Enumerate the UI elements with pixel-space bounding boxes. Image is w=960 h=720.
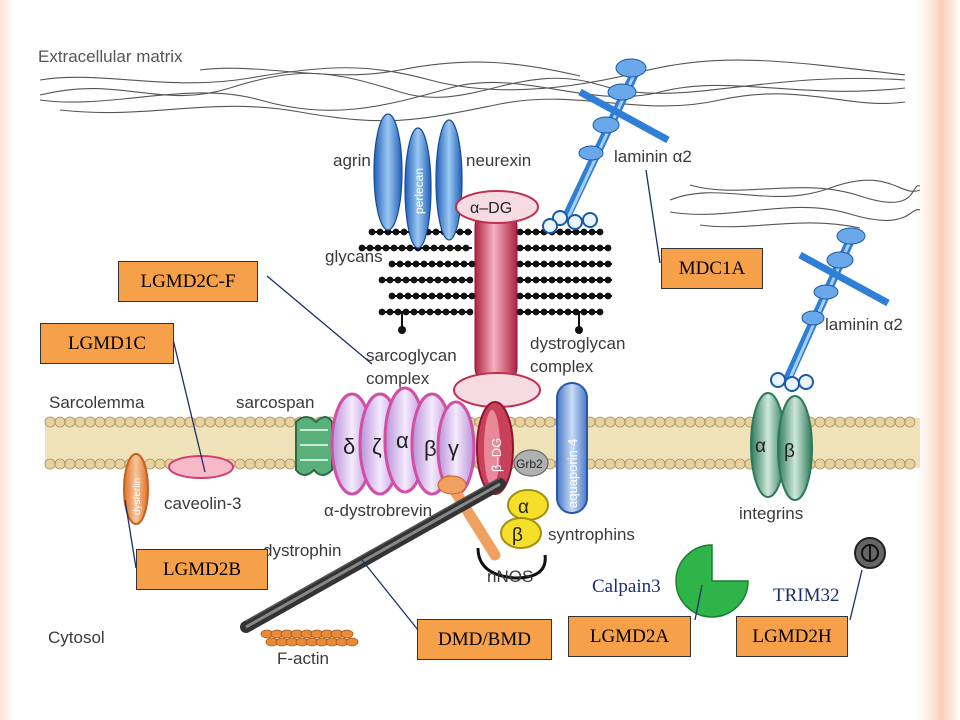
box-dmd-bmd: DMD/BMD (417, 619, 552, 660)
label-integrin-alpha: α (755, 436, 766, 457)
decorative-edge-left (0, 0, 14, 720)
alpha-dystrobrevin (437, 475, 467, 495)
box-lgmd2a: LGMD2A (568, 616, 691, 657)
label-syn-beta: β (512, 525, 523, 546)
label-nnos: nNOS (487, 567, 533, 586)
label-integrins: integrins (739, 504, 803, 523)
label-glycans: glycans (325, 247, 383, 266)
label-extracellular: Extracellular matrix (38, 47, 183, 66)
label-dysferlin: dysferlin (132, 478, 143, 515)
f-actin (260, 629, 359, 647)
sarcospan (295, 416, 333, 476)
label-dystrobrevin: α-dystrobrevin (324, 501, 432, 520)
label-sg-zeta: ζ (372, 434, 382, 459)
label-integrin-beta: β (784, 441, 795, 462)
label-factin: F-actin (277, 649, 329, 668)
label-calpain3: Calpain3 (592, 576, 661, 597)
label-aquaporin: aquaporin-4 (565, 439, 580, 508)
label-sarcoglycan-1: sarcoglycan (366, 346, 457, 365)
glycan-chains (358, 228, 612, 334)
syntrophins (500, 489, 549, 549)
decorative-edge-right (918, 0, 960, 720)
label-laminin-right: laminin α2 (825, 315, 903, 334)
label-agrin: agrin (333, 151, 371, 170)
label-dystroglycan-1: dystroglycan (530, 334, 625, 353)
box-lgmd2c-f: LGMD2C-F (118, 261, 258, 302)
label-perlecan: perlecan (412, 168, 426, 214)
label-cytosol: Cytosol (48, 628, 105, 647)
label-sg-alpha: α (396, 428, 409, 453)
label-sg-delta: δ (343, 434, 355, 459)
label-laminin-top: laminin α2 (614, 147, 692, 166)
caveolin-3 (168, 455, 234, 479)
box-lgmd2b: LGMD2B (136, 549, 268, 590)
laminin-top (542, 58, 670, 234)
nnos-loop (476, 547, 547, 580)
aquaporin-4 (556, 382, 588, 514)
label-alpha-dg: α–DG (470, 200, 512, 217)
label-sg-gamma: γ (448, 436, 459, 461)
laminin-right (770, 227, 890, 392)
label-caveolin: caveolin-3 (164, 494, 242, 513)
matrix-fibres (39, 59, 921, 229)
dysferlin (123, 453, 149, 525)
agrin-perlecan-neurexin (373, 113, 463, 249)
label-dystroglycan-2: complex (530, 357, 594, 376)
box-mdc1a: MDC1A (661, 248, 763, 289)
sarcoglycan-complex (330, 386, 476, 496)
dystrophin (240, 477, 506, 633)
label-sarcoglycan-2: complex (366, 369, 430, 388)
calpain3-shape (675, 544, 749, 618)
label-dystrophin: dystrophin (263, 541, 341, 560)
label-syntrophins: syntrophins (548, 525, 635, 544)
label-sarcospan: sarcospan (236, 393, 314, 412)
label-grb2: Grb2 (516, 457, 543, 471)
diagram-labels: Extracellular matrix agrin perlecan neur… (38, 47, 903, 668)
trim32-shape (854, 537, 886, 569)
label-neurexin: neurexin (466, 151, 531, 170)
label-sg-beta: β (424, 436, 437, 461)
grb2 (513, 449, 549, 477)
label-beta-dg: β–DG (489, 438, 504, 472)
label-sarcolemma: Sarcolemma (49, 393, 145, 412)
connector-lines (124, 169, 863, 631)
integrins (750, 392, 813, 501)
box-lgmd2h: LGMD2H (736, 616, 848, 657)
beta-dystroglycan (476, 401, 514, 495)
box-lgmd1c: LGMD1C (40, 323, 174, 364)
alpha-dystroglycan (453, 190, 541, 408)
label-syn-alpha: α (518, 497, 529, 518)
label-trim32: TRIM32 (773, 585, 840, 606)
